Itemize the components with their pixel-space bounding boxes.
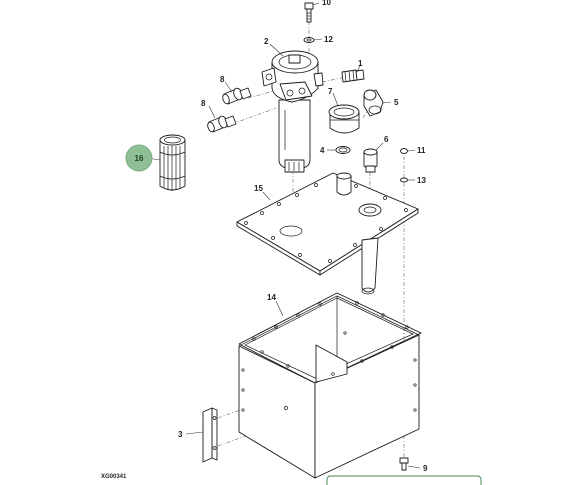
- figure-code: XG00341: [101, 474, 127, 480]
- callout-8-upper: 8: [220, 75, 225, 84]
- part-2-filter-housing: [261, 50, 324, 173]
- part-8-fitting-lower: [207, 115, 237, 133]
- callout-7: 7: [328, 87, 333, 96]
- part-4-o-ring: [335, 146, 351, 154]
- callout-12: 12: [324, 35, 333, 44]
- callout-13: 13: [417, 176, 426, 185]
- callout-3: 3: [178, 430, 183, 439]
- part-8-fitting-upper: [222, 87, 252, 105]
- part-9-drain-bolt: [399, 457, 409, 471]
- part-14-tank: [238, 292, 422, 479]
- callout-16-highlight[interactable]: [125, 144, 153, 172]
- callout-15: 15: [254, 184, 263, 193]
- part-13-nut: [400, 177, 408, 183]
- callout-14: 14: [267, 293, 276, 302]
- part-3-bracket: [202, 407, 218, 463]
- callout-1: 1: [358, 59, 363, 68]
- part-6-adapter: [363, 148, 378, 173]
- bottom-panel-edge: [326, 475, 482, 485]
- callout-5: 5: [394, 98, 399, 107]
- part-16-filter-element: [159, 134, 186, 191]
- callout-6: 6: [384, 135, 389, 144]
- callout-10: 10: [322, 0, 331, 7]
- callout-2: 2: [264, 37, 269, 46]
- callout-9: 9: [423, 464, 428, 473]
- part-10-bolt: [304, 2, 314, 23]
- callout-labels: 10 12 2 1 8 8 7 5 16 4 6 11 13 15 14 3 9: [125, 0, 428, 473]
- callout-8-lower: 8: [201, 99, 206, 108]
- part-1-sensor: [341, 69, 365, 83]
- part-5-elbow: [363, 89, 384, 117]
- callout-11: 11: [417, 146, 426, 155]
- callout-16[interactable]: 16: [135, 154, 144, 163]
- part-15-cover-plate: [236, 172, 419, 295]
- part-12-washer: [303, 37, 315, 43]
- callout-4: 4: [320, 146, 325, 155]
- part-11-screw: [400, 148, 408, 154]
- part-7-cap: [328, 104, 360, 134]
- leader-lines: [146, 2, 421, 469]
